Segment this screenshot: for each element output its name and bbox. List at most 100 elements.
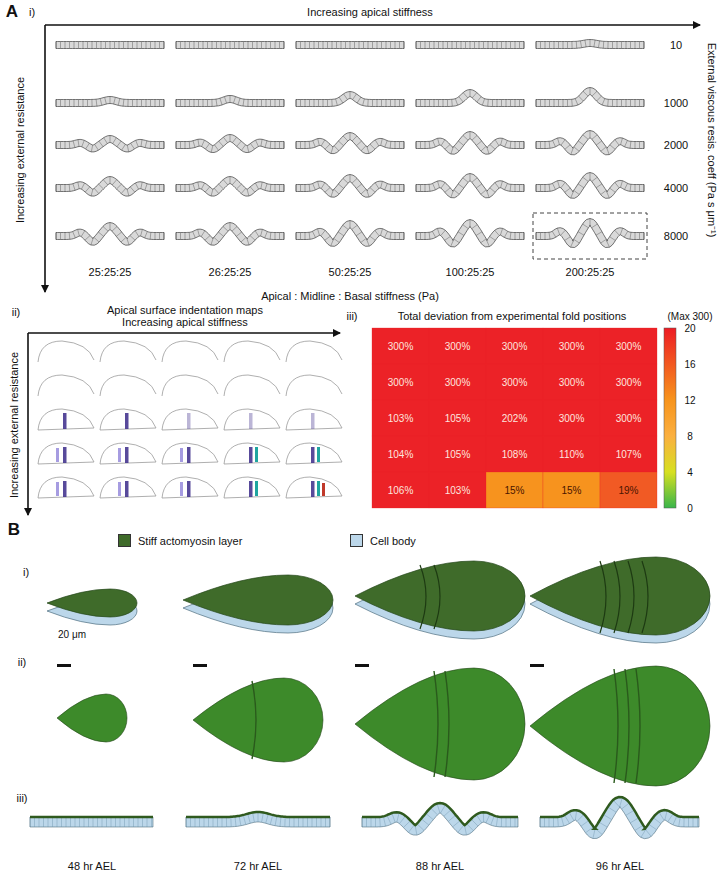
cell-edge xyxy=(261,182,262,189)
cell-edge xyxy=(185,42,186,49)
subpanel-label: iii) xyxy=(347,310,358,322)
cell-edge xyxy=(453,821,461,827)
cell-edge xyxy=(296,142,297,149)
cell-edge xyxy=(222,817,223,827)
heatmap-cell-bg xyxy=(429,328,486,364)
subpanel-label: ii) xyxy=(12,306,21,318)
cell-edge xyxy=(635,825,643,830)
cell-edge xyxy=(596,232,602,236)
cell-edge xyxy=(262,813,264,823)
cell-edge xyxy=(102,817,103,827)
cell-edge xyxy=(111,817,112,827)
cell-edge xyxy=(536,100,537,107)
cell-edge xyxy=(481,239,487,243)
cell-edge xyxy=(574,147,579,152)
cell-edge xyxy=(608,807,616,812)
cell-edge xyxy=(159,42,160,49)
axis-value: 2000 xyxy=(664,139,688,151)
cell-edge xyxy=(83,42,84,49)
cell-edge xyxy=(590,40,591,47)
heatmap-cell: 300% xyxy=(388,377,414,388)
scale-bar xyxy=(57,664,71,667)
cell-edge xyxy=(463,178,468,183)
cell-edge xyxy=(195,817,196,827)
cell-edge xyxy=(610,188,616,192)
cell-edge xyxy=(612,100,613,107)
cell-edge xyxy=(441,183,445,189)
cell-edge xyxy=(241,145,245,151)
cell-edge xyxy=(363,99,365,106)
cell-edge xyxy=(261,100,262,107)
cell-edge xyxy=(56,100,57,107)
cell-edge xyxy=(128,42,129,49)
cell-edge xyxy=(635,142,636,149)
cell-edge xyxy=(659,812,664,821)
cell-edge xyxy=(284,817,285,827)
cell-edge xyxy=(145,232,148,238)
cell-edge xyxy=(213,817,214,827)
cell-edge xyxy=(447,42,448,49)
cell-edge xyxy=(214,188,219,193)
cell-edge xyxy=(404,185,405,192)
cell-edge xyxy=(234,42,235,49)
tissue-outline xyxy=(286,477,342,498)
cell-edge xyxy=(693,817,694,827)
cell-edge xyxy=(625,140,628,146)
cell-edge xyxy=(279,142,280,149)
cell-edge xyxy=(238,98,240,105)
cell-edge xyxy=(284,233,285,240)
cell-edge xyxy=(367,147,369,154)
cell-edge xyxy=(150,100,151,107)
tissue-outline xyxy=(224,375,280,396)
cell-edge xyxy=(296,42,297,49)
cell-edge xyxy=(495,140,499,146)
cell-edge xyxy=(425,100,426,107)
cell-edge xyxy=(445,145,450,150)
cell-edge xyxy=(425,185,426,192)
cell-edge xyxy=(481,146,486,151)
cell-edge xyxy=(644,42,645,49)
cell-edge xyxy=(255,183,258,189)
cell-edge xyxy=(96,99,98,106)
cell-edge xyxy=(313,141,316,148)
fold-line xyxy=(642,561,648,633)
cell-edge xyxy=(307,817,308,827)
cell-edge xyxy=(399,42,400,49)
cell-edge xyxy=(607,192,610,199)
cell-edge xyxy=(596,184,602,188)
cell-edge xyxy=(87,100,88,107)
indentation-mark xyxy=(249,481,253,497)
cell-edge xyxy=(185,185,186,192)
cell-edge xyxy=(230,817,231,827)
heatmap-cell-bg xyxy=(372,364,429,400)
cell-edge xyxy=(318,42,319,49)
heatmap-cell: 105% xyxy=(445,413,471,424)
time-label: 48 hr AEL xyxy=(68,860,116,872)
cell-edge xyxy=(298,817,299,827)
cell-edge xyxy=(201,183,204,189)
cell-edge xyxy=(309,232,311,239)
colorbar-tick: 12 xyxy=(684,395,695,406)
cell-edge xyxy=(56,42,57,49)
cell-edge xyxy=(30,817,31,827)
tissue-band xyxy=(416,90,524,107)
tissue-outline xyxy=(100,443,156,464)
column-label: 200:25:25 xyxy=(566,266,615,278)
cell-edge xyxy=(644,100,645,107)
cell-edge xyxy=(284,42,285,49)
tissue-band xyxy=(176,96,284,107)
cell-edge xyxy=(132,42,133,49)
cell-edge xyxy=(103,226,108,231)
cell-edge xyxy=(367,240,370,247)
indentation-mark xyxy=(317,481,320,496)
indentation-mark xyxy=(322,483,325,496)
indentation-mark xyxy=(56,482,59,496)
column-label: 50:25:25 xyxy=(329,266,372,278)
cell-edge xyxy=(578,184,584,188)
cell-edge xyxy=(590,88,591,95)
cell-edge xyxy=(425,233,426,240)
cell-edge xyxy=(444,810,451,817)
cell-edge xyxy=(226,817,227,827)
cell-edge xyxy=(567,100,568,107)
cell-edge xyxy=(386,42,387,49)
